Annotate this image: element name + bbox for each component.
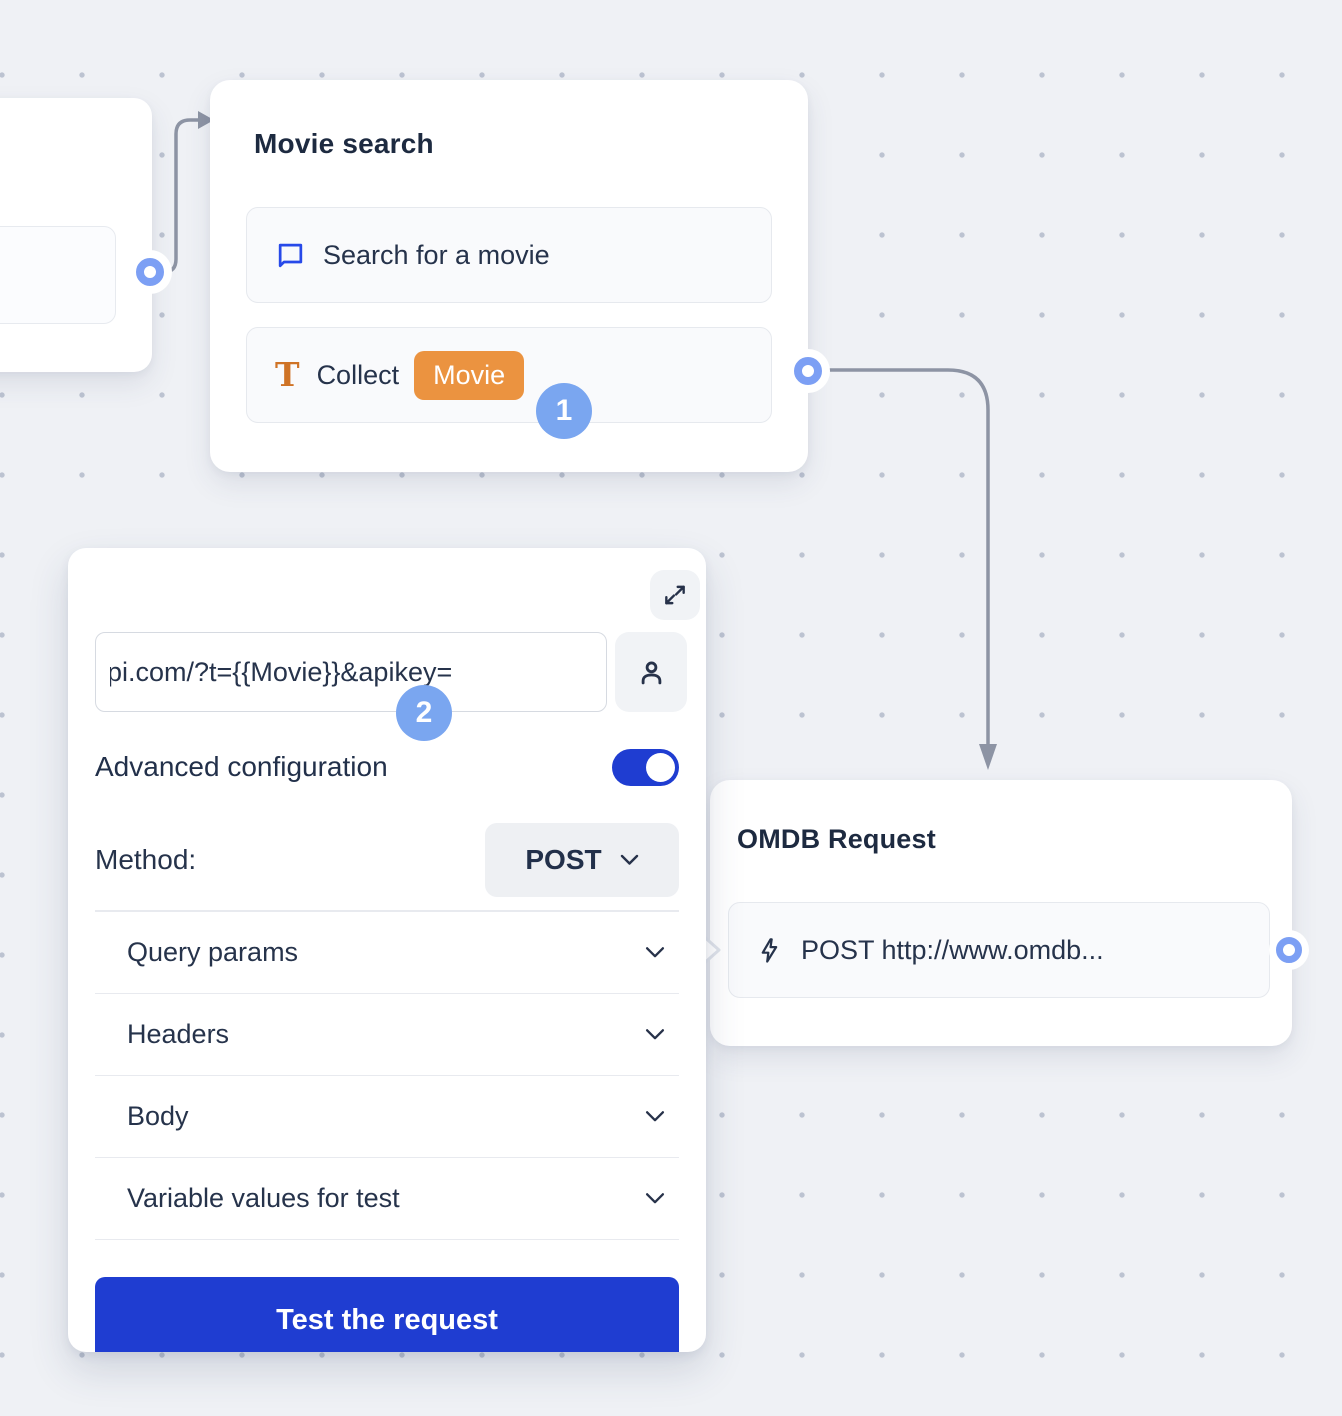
toggle-knob [646,752,675,782]
person-icon [636,657,667,688]
variable-tag-movie[interactable]: Movie [414,350,525,400]
node-movie-search[interactable]: Movie search Search for a movie T Collec… [210,80,808,472]
section-label: Headers [127,1019,230,1049]
partial-node-card[interactable] [0,98,152,372]
node-omdb-request[interactable]: OMDB Request POST http://www.omdb... [710,780,1292,1046]
chevron-down-icon [645,946,665,959]
wire-to-omdb-request [812,368,990,746]
section-label: Query params [127,937,299,967]
output-connector-collect-movie[interactable] [794,357,822,385]
url-input[interactable] [95,632,607,712]
output-connector-omdb[interactable] [1276,937,1302,963]
webhook-config-panel[interactable]: 2 Advanced configuration Method: POST Qu… [68,548,706,1352]
section-label: Body [127,1101,189,1131]
advanced-configuration-label: Advanced configuration [95,751,388,782]
wire-arrowhead-down [979,744,997,770]
method-value: POST [525,844,602,875]
section-label: Variable values for test [127,1183,400,1213]
chevron-down-icon [620,854,639,866]
node-item-partial[interactable] [0,226,116,324]
item-label: Search for a movie [323,239,550,270]
expand-button[interactable] [650,570,700,620]
lightning-icon [755,936,784,965]
wire-to-movie-search [151,118,200,274]
section-headers[interactable]: Headers [95,994,679,1076]
section-body[interactable]: Body [95,1076,679,1158]
section-query-params[interactable]: Query params [95,912,679,994]
node-item-post-request[interactable]: POST http://www.omdb... [728,902,1270,998]
step-badge-1: 1 [536,383,592,439]
person-button[interactable] [615,632,687,712]
section-variable-values-for-test[interactable]: Variable values for test [95,1158,679,1240]
divider [95,910,679,912]
chevron-down-icon [645,1192,665,1205]
method-dropdown[interactable]: POST [485,823,679,897]
method-row: Method: POST [95,823,679,897]
test-the-request-button[interactable]: Test the request [95,1277,679,1352]
node-item-collect-movie[interactable]: T Collect Movie [246,327,772,423]
chevron-down-icon [645,1028,665,1041]
advanced-configuration-row: Advanced configuration [95,748,679,786]
node-title: OMDB Request [737,824,936,854]
method-label: Method: [95,844,197,875]
item-label: POST http://www.omdb... [801,934,1104,965]
output-connector-partial-node[interactable] [136,258,164,286]
text-input-icon: T [275,354,300,394]
item-label: Collect [316,359,400,390]
expand-icon [662,582,688,608]
advanced-configuration-toggle[interactable] [612,748,679,786]
step-badge-2: 2 [396,685,452,741]
node-title: Movie search [254,128,434,159]
chat-bubble-icon [275,240,306,271]
node-item-search-for-a-movie[interactable]: Search for a movie [246,207,772,303]
chevron-down-icon [645,1110,665,1123]
